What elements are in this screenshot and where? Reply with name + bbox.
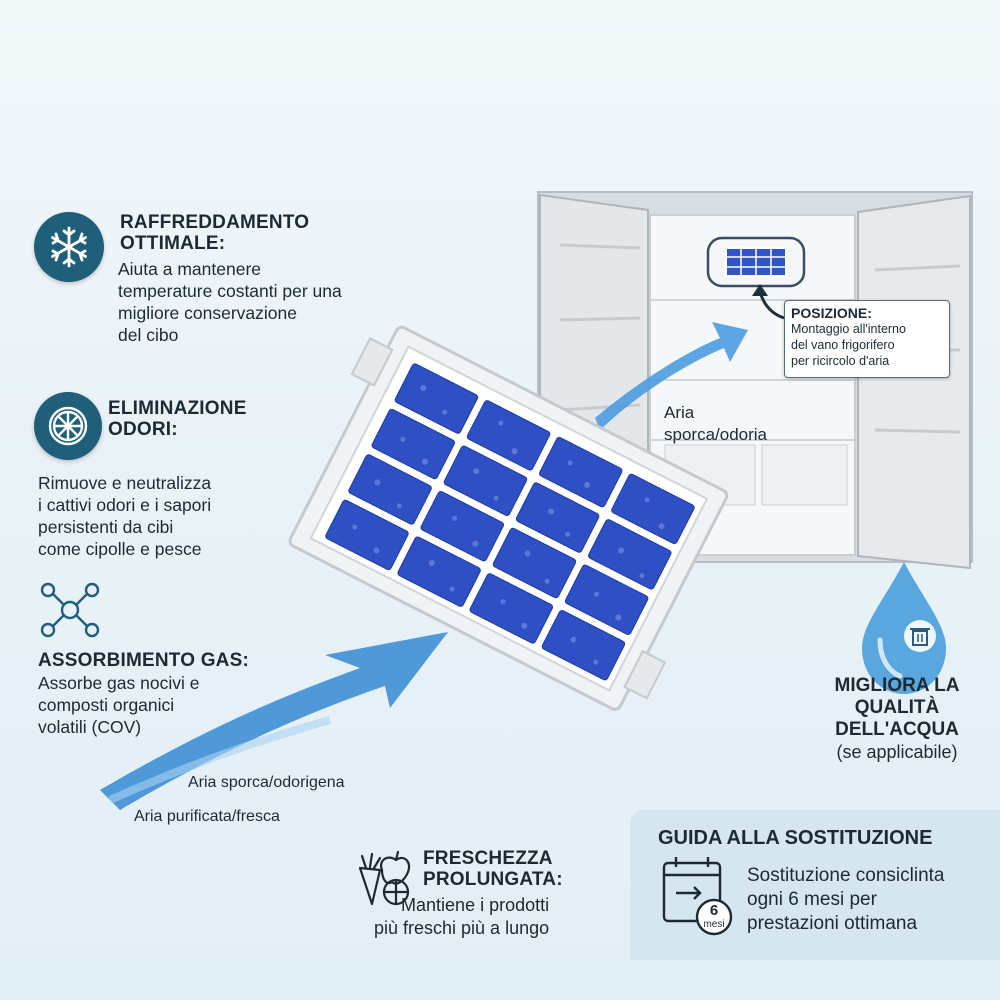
replacement-body: Sostituzione consiclinta ogni 6 mesi per…: [747, 865, 945, 934]
snowflake-icon: [34, 212, 104, 282]
replacement-badge-unit: mesi: [703, 919, 725, 930]
position-title: POSIZIONE:: [791, 305, 872, 321]
fruit-vegetable-icon: [358, 850, 411, 906]
cooling-title: RAFFREDDAMENTO OTTIMALE:: [120, 212, 310, 254]
molecule-icon: [40, 582, 100, 638]
upper-airflow-arrow: [595, 322, 748, 430]
position-body: Montaggio all'interno del vano frigorife…: [791, 322, 906, 368]
freshness-title: FRESCHEZZA PROLUNGATA:: [423, 848, 563, 890]
cooling-body: Aiuta a mantenere temperature costanti p…: [118, 259, 342, 345]
water-subtitle: (se applicabile): [836, 742, 958, 762]
odor-body: Rimuove e neutralizza i cattivi odori e …: [38, 473, 212, 559]
position-callout: POSIZIONE: Montaggio all'interno del van…: [784, 300, 950, 378]
water-drop-icon: [862, 562, 946, 694]
gas-body: Assorbe gas nocivi e composti organici v…: [38, 673, 200, 737]
replacement-guide-panel: [630, 810, 1000, 960]
odor-title: ELIMINAZIONE ODORI:: [108, 398, 247, 440]
fridge-filter-highlight: [706, 236, 806, 288]
clean-air-label: Aria purificata/fresca: [134, 808, 280, 825]
gas-title: ASSORBIMENTO GAS:: [38, 650, 250, 671]
dirty-air-label: Aria sporca/odorigena: [188, 774, 345, 791]
replacement-title: GUIDA ALLA SOSTITUZIONE: [658, 827, 933, 849]
replacement-badge-number: 6: [709, 902, 719, 919]
fridge-air-label: Aria sporca/odoria: [664, 403, 768, 444]
freshness-body: Mantiene i prodotti più freschi più a lu…: [374, 895, 550, 938]
citrus-slice-icon: [34, 392, 102, 460]
water-title: MIGLIORA LA QUALITÀ DELL'ACQUA: [834, 675, 960, 740]
fridge-right-door: [857, 194, 971, 570]
calendar-icon: [662, 857, 733, 936]
